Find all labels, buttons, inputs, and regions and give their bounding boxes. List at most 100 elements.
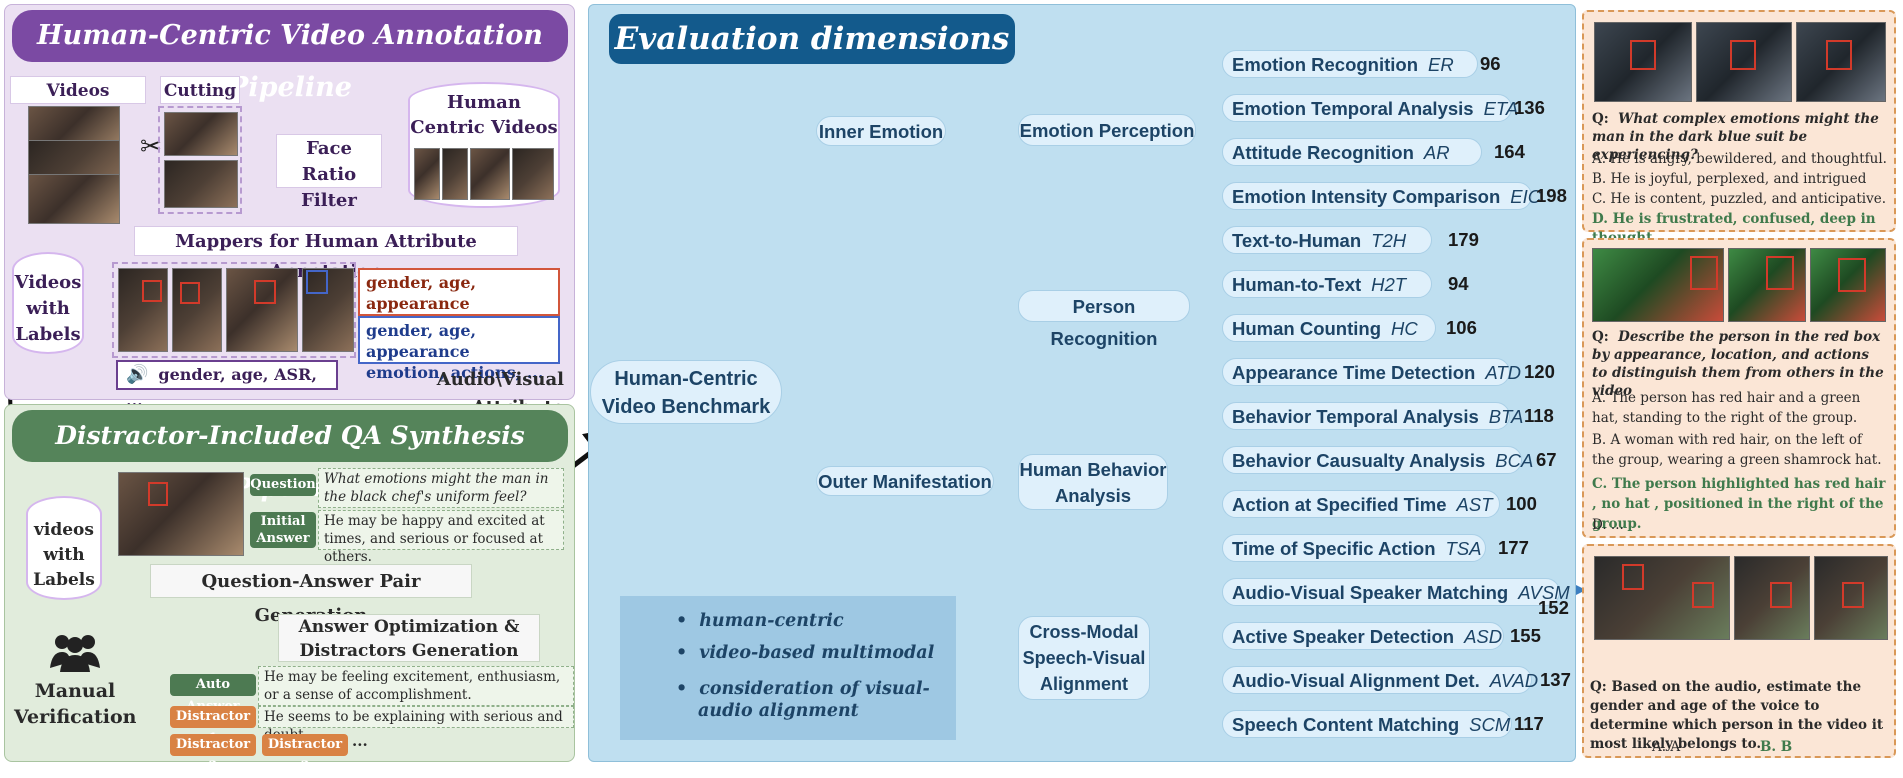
source-video-thumb-3 [28,174,120,224]
task-name: Attitude Recognition [1232,142,1414,163]
auto-answer-text: He may be feeling excitement, enthusiasm… [258,666,574,706]
example-3-face-box-2 [1692,582,1714,608]
videos-with-labels-db [12,252,84,354]
task-abbr: AVSM [1518,582,1570,603]
hc-video-thumb-3 [470,148,510,200]
task-name: Text-to-Human [1232,230,1362,251]
videos-source-label: Videos Source [10,76,146,129]
task-t2h: Text-to-Human T2H [1222,226,1432,254]
task-count: 177 [1498,537,1529,558]
task-name: Emotion Recognition [1232,54,1419,75]
example-1-option-b: B. He is joyful, perplexed, and intrigue… [1592,171,1867,187]
cut-clip-thumb-1 [164,112,238,156]
example-1-face-box-2 [1730,40,1756,70]
example-2-frame-3 [1810,248,1886,322]
q-text: Describe the person in the red box by ap… [1592,329,1884,399]
audio-visual-attribute-label: Audio\Visual Attribute [436,369,564,418]
example-3-face-box-4 [1842,582,1864,608]
task-hc: Human Counting HC [1222,314,1436,342]
example-2-face-box-2 [1766,256,1794,290]
task-count: 106 [1446,317,1477,338]
q-text: What complex emotions might the man in t… [1592,111,1879,163]
example-3-option-a: A. A [1652,739,1681,755]
task-name: Speech Content Matching [1232,714,1460,735]
task-count: 155 [1510,625,1541,646]
annotation-pipeline-title: Human-Centric Video Annotation Pipeline [12,10,568,103]
task-abbr: HC [1391,318,1418,339]
task-count: 100 [1506,493,1537,514]
task-name: Audio-Visual Speaker Matching [1232,582,1509,603]
distractor-3-tag: Distractor 3 [262,734,348,774]
cut-clips-frame [158,106,242,214]
example-1-question: Q: What complex emotions might the man i… [1592,110,1888,164]
keywords-box [620,596,956,740]
example-1-frame-3 [1796,22,1886,102]
example-3-frame-1 [1594,556,1730,640]
example-2-option-c: C. The person highlighted has red hair ,… [1592,476,1886,532]
task-count: 96 [1480,53,1501,74]
task-name: Time of Specific Action [1232,538,1436,559]
task-abbr: AST [1456,494,1493,515]
task-count: 67 [1536,449,1557,470]
qa-videos-with-labels-label: videos with Labels [33,520,95,590]
bullet: • [676,643,688,663]
hc-video-thumb-1 [414,148,440,200]
task-name: Appearance Time Detection [1232,362,1476,383]
mapped-frame-2 [172,268,222,352]
task-name: Human-to-Text [1232,274,1362,295]
hc-video-thumb-4 [512,148,554,200]
task-abbr: TSA [1445,538,1482,559]
task-tsa: Time of Specific Action TSA [1222,534,1486,562]
benchmark-root-node: Human-Centric Video Benchmark [590,360,782,424]
task-name: Human Counting [1232,318,1382,339]
task-count: 152 [1538,597,1569,618]
example-3-question: Q: Based on the audio, estimate the gend… [1590,679,1884,752]
cutting-label: Cutting [160,76,240,104]
human-behavior-analysis-node: Human Behavior Analysis [1018,454,1168,510]
task-abbr: AR [1423,142,1450,163]
task-ar: Attitude Recognition AR [1222,138,1482,166]
task-count: 94 [1448,273,1469,294]
example-3-face-box-1 [1622,564,1644,590]
task-name: Audio-Visual Alignment Det. [1232,670,1480,691]
bullet: • [676,611,688,631]
speaker-icon: 🔊 [126,364,149,385]
task-abbr: ER [1428,54,1454,75]
distractor-1-text: He seems to be explaining with serious a… [258,706,574,743]
task-count: 118 [1524,405,1554,426]
cross-modal-node: Cross-Modal Speech-Visual Alignment [1018,616,1150,700]
task-name: Emotion Temporal Analysis [1232,98,1474,119]
q-prefix: Q: [1592,329,1609,345]
qa-video-thumb [118,472,244,556]
task-count: 120 [1524,361,1555,382]
initial-answer-tag: Initial Answer [250,512,316,548]
example-3-option-b: B. B [1760,739,1793,755]
distractor-2-tag: Distractor 2 [170,734,256,774]
task-name: Emotion Intensity Comparison [1232,186,1501,207]
task-name: Action at Specified Time [1232,494,1447,515]
answer-optimization-box: Answer Optimization & Distractors Genera… [278,614,540,662]
face-box-red-3 [254,280,276,304]
example-3-frame-3 [1814,556,1888,640]
mappers-label: Mappers for Human Attribute Annotation [134,226,518,282]
task-avad: Audio-Visual Alignment Det.AVAD [1222,666,1538,694]
qa-videos-with-labels-db [26,496,102,600]
keyword-2: •video-based multimodal [676,642,946,664]
auto-answer-tag: Auto Answer [170,674,256,714]
example-1-frame-1 [1594,22,1692,102]
human-centric-videos-label: Human Centric Videos [410,92,558,138]
person-recognition-node: Person Recognition [1018,290,1190,349]
task-abbr: T2H [1371,230,1407,251]
keyword-text: consideration of visual-audio alignment [698,679,930,721]
task-count: 164 [1494,141,1525,162]
task-ast: Action at Specified Time AST [1222,490,1500,518]
example-2-face-box-3 [1838,258,1866,292]
example-2-option-a: A. The person has red hair and a green h… [1592,390,1861,426]
example-1-face-box-3 [1826,40,1852,70]
question-tag: Question [250,474,316,496]
example-2-option-b: B. A woman with red hair, on the left of… [1592,432,1882,468]
